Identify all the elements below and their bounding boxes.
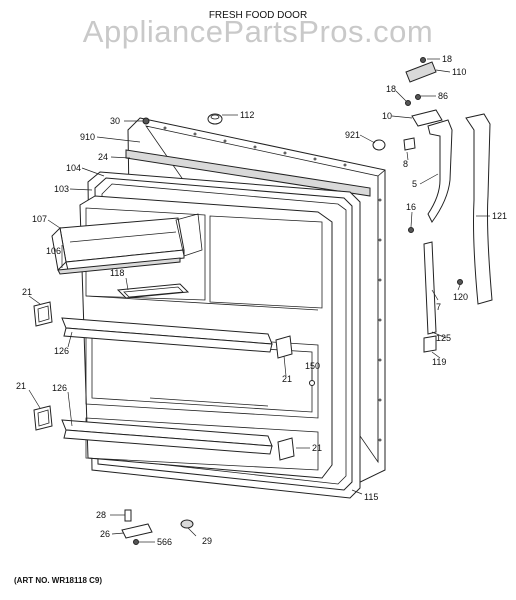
callout-115: 115 bbox=[364, 492, 378, 502]
callout-18-mid: 18 bbox=[386, 84, 396, 94]
callout-10: 10 bbox=[382, 111, 392, 121]
callout-28: 28 bbox=[96, 510, 106, 520]
dairy-compartment-door bbox=[51, 213, 203, 272]
callout-29: 29 bbox=[202, 536, 212, 546]
callout-126-upper: 126 bbox=[54, 346, 69, 356]
diagram-title: FRESH FOOD DOOR bbox=[209, 10, 307, 21]
hinge-cover bbox=[405, 61, 437, 83]
callout-125: 125 bbox=[436, 333, 451, 343]
dairy-hinge-rail bbox=[57, 257, 181, 275]
callout-24: 24 bbox=[98, 152, 108, 162]
screw-18-top bbox=[420, 57, 426, 63]
callout-103: 103 bbox=[54, 184, 69, 194]
shelf-end-cap-lower bbox=[277, 437, 295, 461]
shelf-end-cap-left-lower bbox=[33, 405, 53, 431]
art-number: (ART NO. WR18118 C9) bbox=[14, 576, 102, 585]
callout-21-a: 21 bbox=[22, 287, 32, 297]
hinge-plate-26 bbox=[121, 523, 153, 539]
callout-921: 921 bbox=[345, 130, 360, 140]
shelf-end-cap-left-upper bbox=[33, 301, 53, 327]
callout-118: 118 bbox=[110, 268, 124, 278]
callout-30: 30 bbox=[110, 116, 120, 126]
plug-112 bbox=[207, 113, 223, 125]
callout-910: 910 bbox=[80, 132, 95, 142]
callout-18-top: 18 bbox=[442, 54, 452, 64]
callout-5: 5 bbox=[412, 179, 417, 189]
screw-16 bbox=[408, 227, 414, 233]
callout-120: 120 bbox=[453, 292, 468, 302]
callout-110: 110 bbox=[452, 67, 466, 77]
callout-112: 112 bbox=[240, 110, 254, 120]
callout-150: 150 bbox=[305, 361, 320, 371]
callout-86: 86 bbox=[438, 91, 448, 101]
egg-tray bbox=[116, 283, 190, 299]
door-shelf-upper bbox=[61, 317, 273, 353]
plug-921 bbox=[372, 139, 386, 151]
handle-trim bbox=[465, 113, 493, 305]
callout-126-lower: 126 bbox=[52, 383, 67, 393]
end-cap-119 bbox=[423, 335, 437, 353]
pin-28 bbox=[124, 509, 132, 522]
screw-18-mid bbox=[405, 100, 411, 106]
screw-566 bbox=[133, 539, 139, 545]
callout-26: 26 bbox=[100, 529, 110, 539]
handle-bracket bbox=[423, 241, 437, 335]
leader-lines bbox=[28, 58, 490, 543]
watermark: AppliancePartsPros.com bbox=[83, 14, 433, 49]
callout-121: 121 bbox=[492, 211, 507, 221]
callout-16: 16 bbox=[406, 202, 416, 212]
door-trim-strip bbox=[125, 149, 371, 197]
callout-107: 107 bbox=[32, 214, 47, 224]
callout-119: 119 bbox=[432, 357, 446, 367]
door-shelf-lower bbox=[61, 419, 273, 455]
door-handle bbox=[427, 119, 453, 223]
bushing-29 bbox=[180, 519, 194, 529]
screw-120 bbox=[457, 279, 463, 285]
callout-21-b: 21 bbox=[282, 374, 292, 384]
callout-21-d: 21 bbox=[312, 443, 322, 453]
door-hinge bbox=[411, 109, 443, 127]
callout-7: 7 bbox=[436, 302, 441, 312]
callout-104: 104 bbox=[66, 163, 81, 173]
screw-30 bbox=[142, 117, 150, 125]
callout-566: 566 bbox=[157, 537, 172, 547]
door-stop bbox=[403, 137, 416, 151]
callout-21-c: 21 bbox=[16, 381, 26, 391]
screw-150 bbox=[309, 380, 315, 386]
callout-106: 106 bbox=[46, 246, 61, 256]
shelf-end-cap-upper bbox=[275, 335, 293, 359]
screw-86 bbox=[415, 94, 421, 100]
callout-8: 8 bbox=[403, 159, 408, 169]
